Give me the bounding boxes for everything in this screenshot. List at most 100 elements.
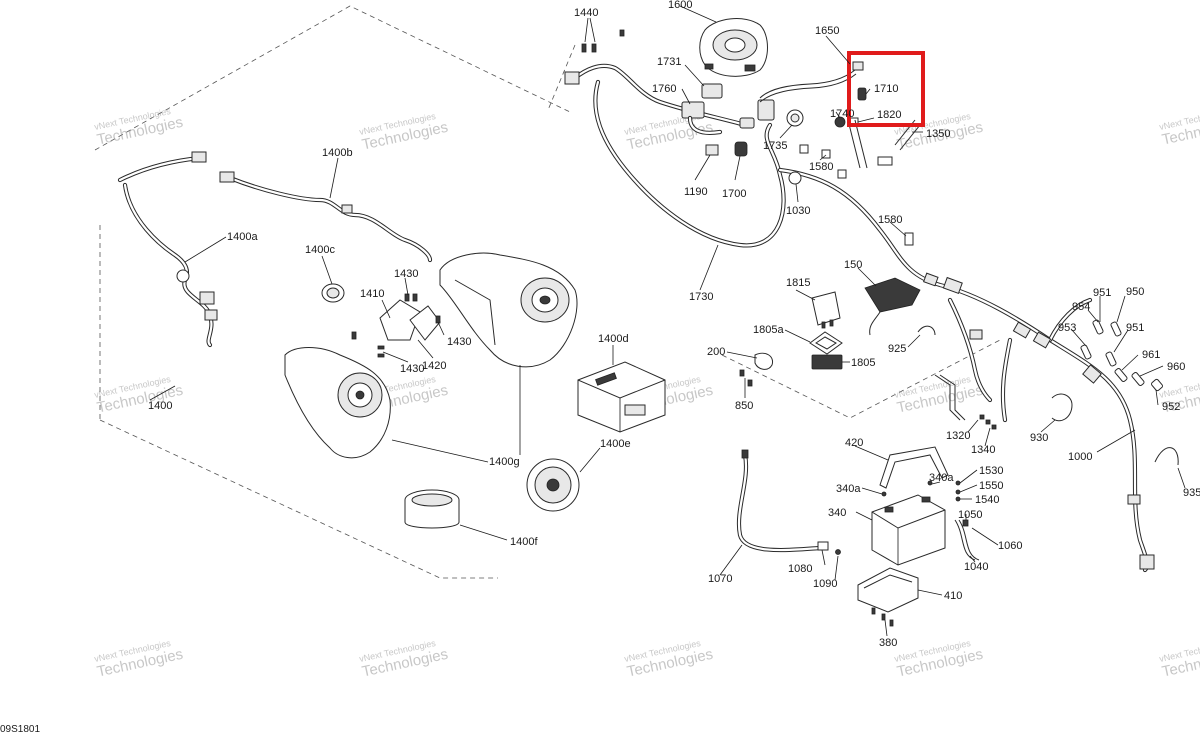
label-1430-top: 1430: [394, 268, 418, 280]
label-1430-low: 1430: [400, 363, 424, 375]
label-1420: 1420: [422, 360, 446, 372]
battery-cable-1040[interactable]: [954, 519, 980, 561]
label-925: 925: [888, 343, 906, 355]
speaker-enclosure-upper[interactable]: [439, 252, 578, 368]
regulator-150[interactable]: [864, 277, 921, 336]
speaker-grommet-1400c[interactable]: [321, 283, 345, 303]
label-951-right: 951: [1126, 322, 1144, 334]
label-340a-left: 340a: [836, 483, 861, 495]
label-1805a: 1805a: [753, 324, 784, 336]
label-952: 952: [1162, 401, 1180, 413]
diagram-reference: 09S1801: [0, 724, 40, 735]
label-1350: 1350: [926, 128, 950, 140]
label-935: 935: [1183, 487, 1200, 499]
ground-cable-1320[interactable]: [934, 374, 966, 421]
label-1070: 1070: [708, 573, 732, 585]
label-1400: 1400: [148, 400, 172, 412]
label-1340: 1340: [971, 444, 995, 456]
speaker-grille-1400e[interactable]: [526, 458, 580, 512]
speaker-ring-1400f[interactable]: [404, 489, 460, 529]
label-200: 200: [707, 346, 725, 358]
battery-tray-410[interactable]: [857, 567, 919, 627]
battery-cable-1070[interactable]: [736, 449, 841, 555]
label-1730: 1730: [689, 291, 713, 303]
leader-lines: [149, 5, 1186, 637]
label-1400b: 1400b: [322, 147, 353, 159]
cable-1350[interactable]: [847, 119, 921, 169]
label-1090: 1090: [813, 578, 837, 590]
cable-930[interactable]: [1051, 393, 1073, 422]
label-1400f: 1400f: [510, 536, 538, 548]
connector-1735[interactable]: [786, 109, 804, 127]
label-1080: 1080: [788, 563, 812, 575]
label-1580-top: 1580: [809, 161, 833, 173]
speaker-enclosure-lower[interactable]: [284, 347, 391, 459]
label-1060: 1060: [998, 540, 1022, 552]
label-1700: 1700: [722, 188, 746, 200]
label-951-top: 951: [1093, 287, 1111, 299]
label-1815: 1815: [786, 277, 810, 289]
switch-1650[interactable]: [852, 61, 864, 71]
clip-925[interactable]: [917, 325, 936, 336]
battery-340[interactable]: [871, 494, 946, 566]
connector-1760[interactable]: [681, 101, 723, 135]
dashed-group-outlines: [94, 5, 1001, 579]
label-1650: 1650: [815, 25, 839, 37]
label-1735: 1735: [763, 140, 787, 152]
label-340a-right: 340a: [929, 472, 954, 484]
label-960: 960: [1167, 361, 1185, 373]
grommet-1030[interactable]: [788, 171, 802, 185]
relay-1815[interactable]: [811, 291, 841, 329]
label-1740: 1740: [830, 108, 854, 120]
connector-1731[interactable]: [701, 83, 723, 99]
label-1580-right: 1580: [878, 214, 902, 226]
relay-base-1805[interactable]: [811, 354, 843, 370]
label-1530: 1530: [979, 465, 1003, 477]
switch-1740[interactable]: [834, 116, 846, 128]
label-1400d: 1400d: [598, 333, 629, 345]
cable-935[interactable]: [1154, 447, 1179, 466]
connector-1700[interactable]: [734, 141, 748, 157]
label-1400e: 1400e: [600, 438, 631, 450]
label-850: 850: [735, 400, 753, 412]
label-420: 420: [845, 437, 863, 449]
screws-1340[interactable]: [979, 414, 997, 430]
instrument-cluster-1600[interactable]: [699, 18, 768, 77]
speaker-harness-1400b[interactable]: [117, 151, 433, 263]
label-410: 410: [944, 590, 962, 602]
battery-strap-420[interactable]: [879, 446, 949, 489]
label-1040: 1040: [964, 561, 988, 573]
fuse-terminals[interactable]: [1080, 319, 1163, 392]
label-380: 380: [879, 637, 897, 649]
part-labels: 1440 1600 1650 1731 1710 1760 1740 1820 …: [148, 0, 1200, 649]
switch-1710[interactable]: [857, 87, 867, 101]
label-1600: 1600: [668, 0, 692, 11]
label-961: 961: [1142, 349, 1160, 361]
label-953: 953: [1058, 322, 1076, 334]
screws-850[interactable]: [739, 369, 753, 387]
label-1190: 1190: [684, 186, 708, 198]
label-1820: 1820: [877, 109, 901, 121]
label-1400c: 1400c: [305, 244, 335, 256]
terminal-1580[interactable]: [799, 144, 914, 246]
label-950: 950: [1126, 286, 1144, 298]
gasket-1805a[interactable]: [809, 331, 843, 355]
fasteners-1430[interactable]: [351, 293, 441, 358]
relay-module[interactable]: [739, 99, 775, 129]
label-1440: 1440: [574, 7, 598, 19]
fasteners-1440[interactable]: [564, 29, 625, 85]
label-954: 954: [1072, 301, 1090, 313]
wires-top-right[interactable]: [759, 69, 857, 103]
label-1320: 1320: [946, 430, 970, 442]
label-1430-mid: 1430: [447, 336, 471, 348]
label-1400g: 1400g: [489, 456, 520, 468]
sensor-200[interactable]: [754, 352, 774, 370]
speaker-harness-1400a[interactable]: [122, 182, 218, 348]
label-1540: 1540: [975, 494, 999, 506]
connector-1190[interactable]: [705, 144, 719, 156]
harness-connectors[interactable]: [923, 272, 1155, 570]
amplifier-1400d[interactable]: [577, 361, 666, 433]
label-1760: 1760: [652, 83, 676, 95]
label-1731: 1731: [657, 56, 681, 68]
